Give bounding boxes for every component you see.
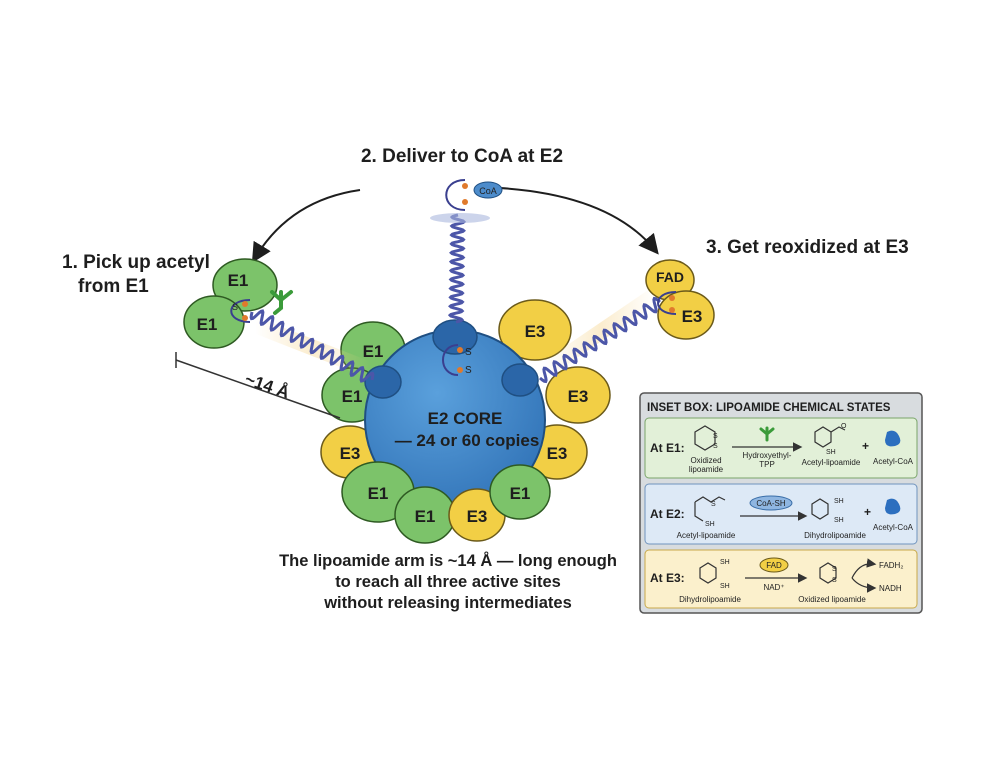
arrow-to-e1 [251, 189, 361, 264]
svg-text:SH: SH [705, 521, 715, 528]
svg-text:SH: SH [834, 517, 844, 524]
coa-site: CoA [430, 179, 503, 223]
inset-row-e3: At E3: SH SH Dihydrolipoamide FAD NAD⁺ S… [644, 549, 918, 609]
svg-text:E1: E1 [415, 507, 436, 526]
fad-label: FAD [656, 269, 684, 285]
svg-text:At E3:: At E3: [650, 571, 685, 585]
svg-text:E1: E1 [363, 342, 384, 361]
svg-text:S: S [713, 443, 718, 450]
lipoamide-arms [249, 213, 661, 384]
core-disulfide: S S [442, 344, 472, 376]
svg-text:E3: E3 [525, 322, 546, 341]
svg-text:The lipoamide arm is ~14 Å — l: The lipoamide arm is ~14 Å — long enough [279, 551, 617, 570]
caption: The lipoamide arm is ~14 Å — long enough… [279, 551, 617, 612]
svg-text:S: S [832, 566, 837, 573]
svg-text:Oxidized: Oxidized [690, 456, 721, 465]
inset-row-e2: At E2: S SH Acetyl-lipoamide CoA-SH SH S… [644, 483, 918, 545]
arm-to-e3 [539, 296, 661, 384]
svg-text:+: + [862, 439, 869, 453]
svg-text:S: S [232, 302, 238, 312]
svg-text:SH: SH [834, 498, 844, 505]
svg-text:E1: E1 [510, 484, 531, 503]
svg-text:SH: SH [720, 583, 730, 590]
svg-text:lipoamide: lipoamide [689, 465, 724, 474]
svg-text:S: S [465, 365, 472, 376]
core-copies: — 24 or 60 copies [395, 431, 540, 450]
e3-subunit: E3 [498, 299, 572, 361]
svg-text:Hydroxyethyl-: Hydroxyethyl- [743, 451, 792, 460]
svg-text:NADH: NADH [879, 584, 902, 593]
svg-text:Oxidized lipoamide: Oxidized lipoamide [798, 595, 866, 604]
svg-text:Dihydrolipoamide: Dihydrolipoamide [804, 531, 866, 540]
step1-label-line2: from E1 [78, 276, 149, 297]
arrow-to-e3 [499, 187, 659, 255]
step2-label: 2. Deliver to CoA at E2 [361, 146, 563, 167]
e2-core: E2 CORE — 24 or 60 copies [364, 319, 546, 511]
svg-text:E3: E3 [568, 387, 589, 406]
svg-text:At E2:: At E2: [650, 507, 685, 521]
svg-text:Acetyl-lipoamide: Acetyl-lipoamide [802, 458, 861, 467]
svg-text:E1: E1 [197, 315, 218, 334]
step1-label-line1: 1. Pick up acetyl [62, 252, 210, 273]
svg-text:E1: E1 [342, 387, 363, 406]
svg-text:E1: E1 [368, 484, 389, 503]
svg-text:+: + [864, 505, 871, 519]
tpp-glyph [270, 290, 293, 315]
e1-subunit: E1 [394, 486, 456, 544]
svg-text:S: S [465, 347, 472, 358]
coa-label: CoA [479, 186, 497, 196]
svg-text:E1: E1 [228, 271, 249, 290]
step3-label: 3. Get reoxidized at E3 [706, 237, 909, 258]
svg-text:without releasing intermediate: without releasing intermediates [323, 594, 572, 612]
svg-text:SH: SH [826, 449, 836, 456]
core-title: E2 CORE [428, 409, 503, 428]
svg-text:E3: E3 [547, 444, 568, 463]
length-measure: ~14 Å [175, 352, 341, 419]
svg-text:S: S [713, 433, 718, 440]
e1-subunit: E1 [489, 464, 551, 520]
arm-to-coa [447, 213, 467, 324]
svg-text:E3: E3 [682, 307, 703, 326]
svg-text:E3: E3 [340, 444, 361, 463]
measure-label: ~14 Å [242, 369, 292, 402]
svg-text:CoA-SH: CoA-SH [756, 499, 786, 508]
svg-text:NAD⁺: NAD⁺ [763, 583, 784, 592]
e3-subunit: E3 [545, 366, 611, 424]
inset-row-e1: At E1: S S Oxidized lipoamide Hydroxyeth… [644, 417, 918, 479]
arm-to-e1 [249, 309, 375, 383]
svg-text:SH: SH [720, 559, 730, 566]
bottom-subunits: E1 E1 E3 E1 [341, 461, 551, 544]
svg-text:O: O [841, 423, 847, 430]
svg-text:S: S [711, 501, 716, 508]
svg-text:S: S [832, 577, 837, 584]
svg-text:Acetyl-lipoamide: Acetyl-lipoamide [677, 531, 736, 540]
svg-text:Acetyl-CoA: Acetyl-CoA [873, 457, 914, 466]
e1-site: E1 E1 S [183, 258, 293, 349]
e3-site: FAD E3 [645, 259, 715, 340]
inset-title: INSET BOX: LIPOAMIDE CHEMICAL STATES [647, 402, 891, 414]
svg-text:Acetyl-CoA: Acetyl-CoA [873, 523, 914, 532]
svg-text:TPP: TPP [759, 460, 775, 469]
svg-text:to reach all three active site: to reach all three active sites [335, 573, 561, 591]
svg-text:FAD: FAD [766, 561, 782, 570]
svg-text:FADH₂: FADH₂ [879, 561, 903, 570]
inset-box: INSET BOX: LIPOAMIDE CHEMICAL STATES At … [639, 392, 923, 614]
svg-text:Dihydrolipoamide: Dihydrolipoamide [679, 595, 741, 604]
svg-text:At E1:: At E1: [650, 441, 685, 455]
svg-text:E3: E3 [467, 507, 488, 526]
